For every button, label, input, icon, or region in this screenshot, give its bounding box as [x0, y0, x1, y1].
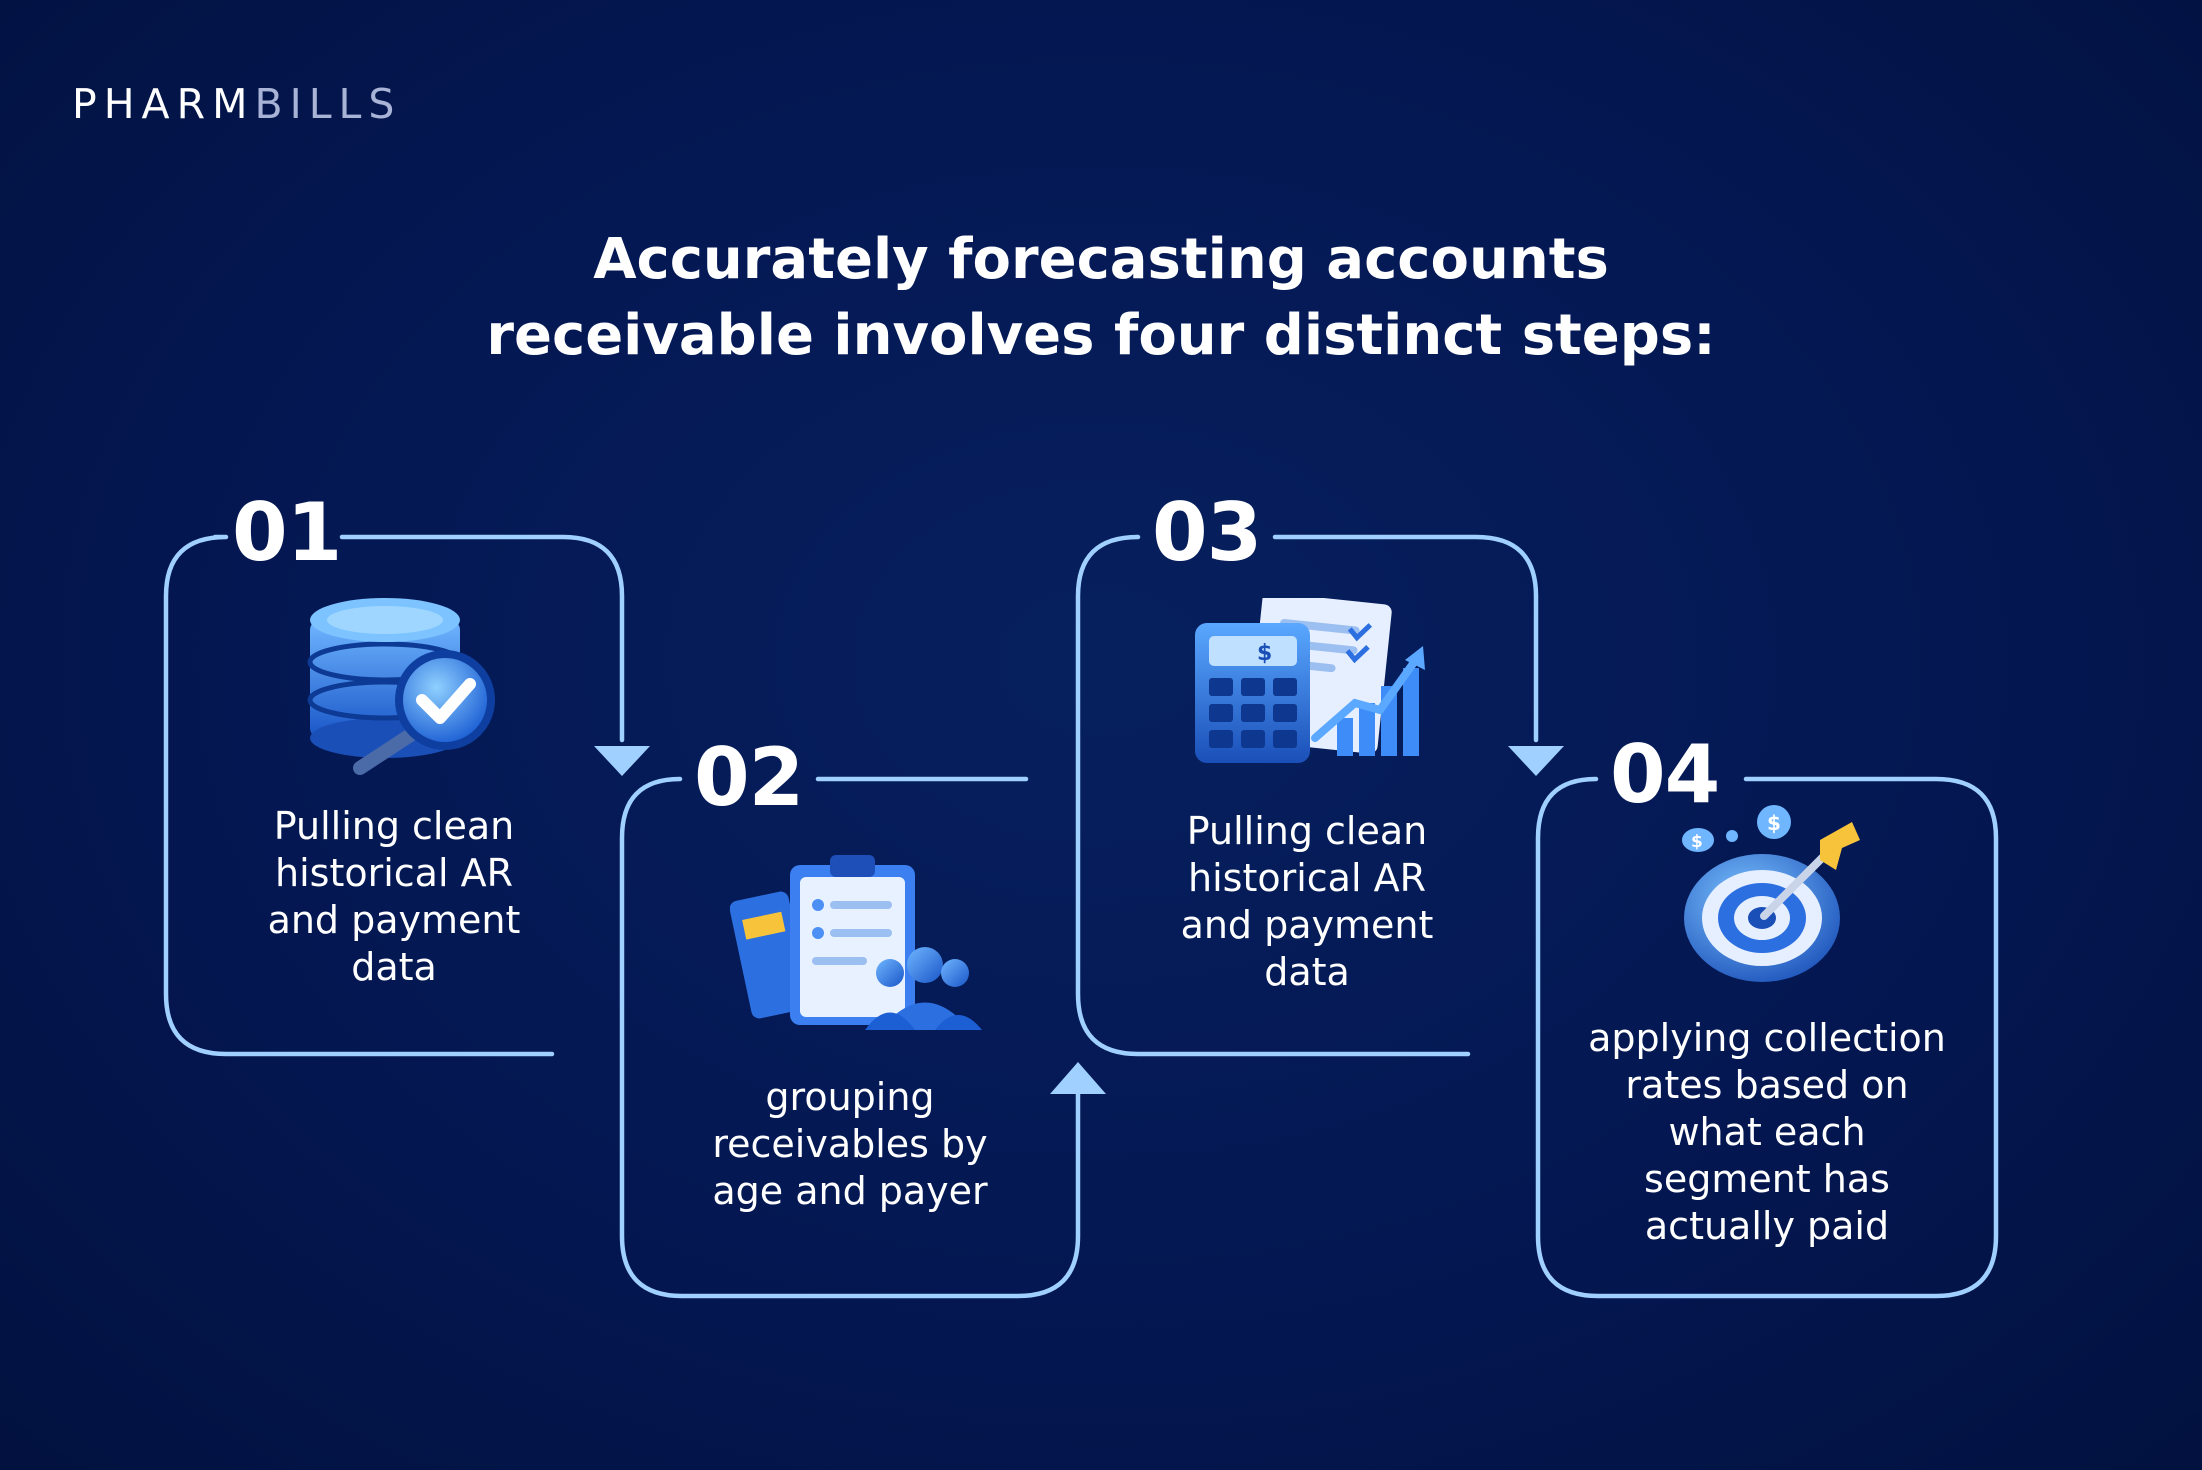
database-check-icon	[307, 598, 495, 775]
step-02-number: 02	[694, 731, 804, 824]
page-title: Accurately forecasting accounts receivab…	[0, 222, 2202, 374]
svg-text:$: $	[1691, 832, 1703, 852]
step-01-line: data	[351, 945, 437, 989]
step-01-number: 01	[232, 486, 342, 579]
svg-text:$: $	[1257, 641, 1272, 666]
step-04-line: segment has	[1644, 1157, 1890, 1201]
step-02-description: grouping receivables by age and payer	[660, 1074, 1040, 1215]
brand-logo: PHARMBILLS	[72, 80, 401, 128]
step-03-number: 03	[1152, 486, 1262, 579]
step-04-number: 04	[1610, 728, 1720, 821]
step-01-line: historical AR	[275, 851, 513, 895]
step-04-line: applying collection	[1588, 1016, 1946, 1060]
page-title-line2: receivable involves four distinct steps:	[486, 303, 1716, 368]
step-03-line: Pulling clean	[1186, 809, 1428, 853]
step-01-line: and payment	[267, 898, 521, 942]
step-03-frame-top	[1272, 534, 1539, 743]
step-04-line: actually paid	[1644, 1204, 1890, 1248]
step-04-frame	[1535, 776, 1999, 1299]
clipboard-people-icon	[730, 855, 982, 1030]
step-03-description: Pulling clean historical AR and payment …	[1117, 808, 1497, 996]
target-dart-icon: $ $	[1682, 805, 1860, 982]
step-01-line: Pulling clean	[273, 804, 515, 848]
brand-logo-part2: BILLS	[254, 80, 402, 128]
svg-text:$: $	[1767, 811, 1781, 835]
step-02-line: age and payer	[712, 1169, 988, 1213]
page-title-line1: Accurately forecasting accounts	[593, 227, 1609, 292]
arrow-down-1	[594, 746, 650, 776]
step-02-line: receivables by	[712, 1122, 988, 1166]
brand-logo-part1: PHARM	[72, 80, 255, 128]
step-02-frame	[619, 776, 1081, 1299]
step-03-line: historical AR	[1188, 856, 1426, 900]
step-04-line: what each	[1668, 1110, 1866, 1154]
step-01-frame	[163, 534, 555, 1057]
step-01-frame-top	[339, 534, 625, 743]
step-02-line: grouping	[765, 1075, 935, 1119]
arrow-down-3	[1508, 746, 1564, 776]
arrow-up-2	[1050, 1062, 1106, 1094]
calculator-chart-icon: $	[1195, 598, 1425, 763]
step-03-frame	[1075, 534, 1471, 1057]
step-01-description: Pulling clean historical AR and payment …	[204, 803, 584, 991]
step-04-line: rates based on	[1625, 1063, 1909, 1107]
step-03-line: and payment	[1180, 903, 1434, 947]
step-04-description: applying collection rates based on what …	[1553, 1015, 1981, 1250]
step-03-line: data	[1264, 950, 1350, 994]
